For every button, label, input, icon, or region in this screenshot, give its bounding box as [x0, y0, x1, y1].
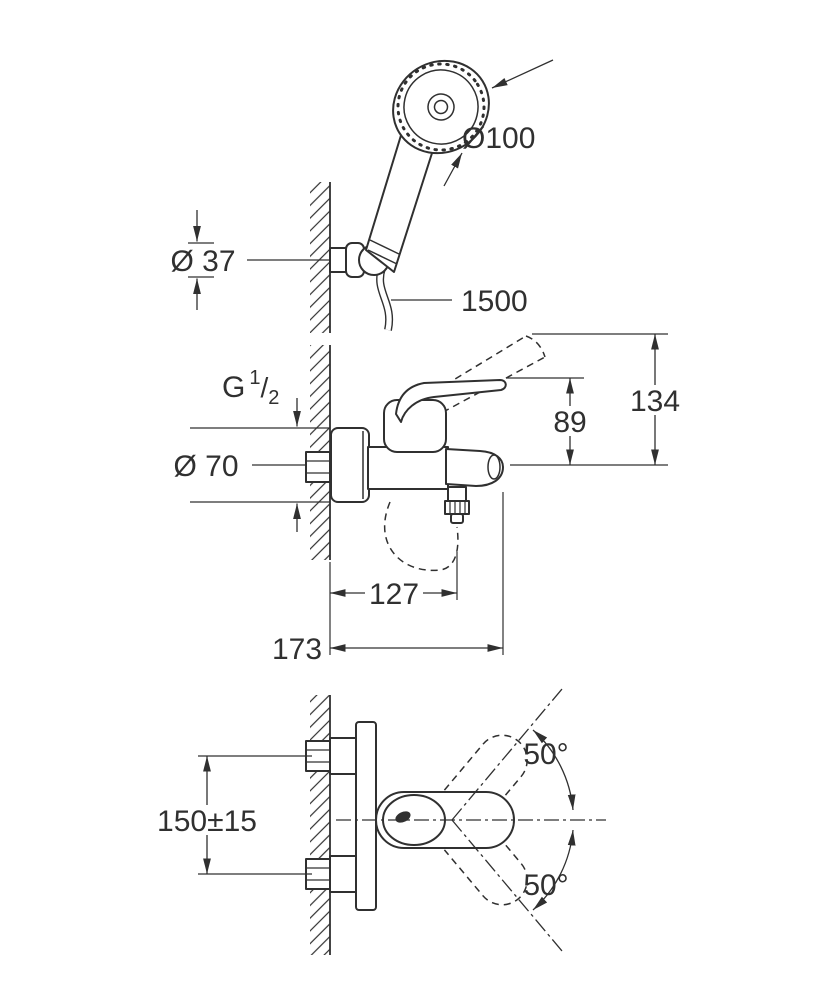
- mixer-side-view: [305, 335, 546, 572]
- swivel-ghost-lower: [443, 817, 528, 906]
- lever-raised-tip-dashed: [525, 335, 546, 358]
- handle-nut-line: [369, 239, 400, 255]
- label-mounting-distance: 150±15: [157, 805, 257, 838]
- wall-hatch-top: [310, 182, 331, 333]
- shower-handle: [365, 131, 434, 273]
- hose-outlet-stub: [450, 513, 464, 524]
- label-shower-head-diameter: Ø100: [462, 122, 535, 155]
- hand-shower-assembly: [329, 59, 490, 331]
- dim-shower-head-diameter: Ø100: [443, 59, 554, 187]
- dim-height-to-handle: 89: [506, 377, 668, 466]
- wall-hatch-bottom: [310, 695, 331, 955]
- label-height-to-lever-tip: 134: [630, 385, 680, 418]
- label-projection-hose-outlet: 127: [369, 578, 419, 611]
- swivel-axis-upper: [451, 688, 563, 821]
- shower-head-ring: [403, 69, 479, 145]
- label-background: [365, 578, 423, 608]
- shower-head-cap: [427, 93, 455, 121]
- dim-escutcheon-diameter: Ø 70: [173, 398, 330, 532]
- mounting-block-lower: [329, 855, 357, 893]
- spout: [445, 448, 504, 487]
- lever-handle: [395, 379, 507, 423]
- handle-nut-line: [367, 249, 398, 265]
- dim-projection-total: 173: [272, 492, 504, 666]
- leader-arrow: [491, 59, 554, 89]
- hatch-area: [310, 695, 330, 955]
- label-background: [550, 406, 590, 436]
- shower-head-rim: [392, 59, 490, 155]
- diverter-body: [447, 486, 467, 502]
- label-swivel-angle-upper: 50°: [523, 738, 568, 771]
- label-escutcheon-diameter: Ø 70: [173, 450, 238, 483]
- dim-swivel-angle-lower: 50°: [523, 829, 576, 911]
- swivel-ghost-upper: [443, 734, 528, 823]
- label-height-to-handle: 89: [553, 406, 586, 439]
- mounting-block-upper: [329, 737, 357, 775]
- supply-connection-nut: [305, 451, 331, 483]
- label-swivel-angle-lower: 50°: [523, 869, 568, 902]
- dim-projection-hose-outlet: 127: [329, 552, 458, 655]
- hatch-area: [310, 182, 330, 333]
- angle-arc: [532, 829, 576, 911]
- leader-arrow: [443, 152, 463, 187]
- label-background: [149, 805, 265, 835]
- dim-hose-length: 1500: [391, 285, 528, 318]
- swivel-outline-dashed: [443, 817, 528, 906]
- label-bracket-diameter: Ø 37: [170, 245, 235, 278]
- mixer-top-view: [305, 688, 606, 952]
- swivel-outline-dashed: [443, 734, 528, 823]
- spout-outlet: [487, 454, 501, 480]
- mixer-body: [367, 446, 449, 490]
- shower-head-center: [433, 99, 449, 115]
- shower-head: [392, 59, 490, 155]
- label-background: [627, 385, 683, 415]
- spray-nozzle-ring: [396, 62, 486, 152]
- dim-height-to-lever-tip: 134: [532, 333, 683, 465]
- label-projection-total: 173: [272, 633, 322, 666]
- swivel-axis-lower: [451, 819, 563, 952]
- hand-shower-hose-dashed: [384, 501, 459, 572]
- angle-arc: [532, 729, 576, 811]
- dim-bracket-diameter: Ø 37: [170, 210, 330, 310]
- wall-plate-bar: [355, 721, 377, 911]
- dim-swivel-angle-upper: 50°: [523, 729, 576, 811]
- label-hose-length: 1500: [461, 285, 528, 318]
- dim-mounting-distance: 150±15: [149, 755, 312, 875]
- cartridge-housing: [383, 399, 447, 453]
